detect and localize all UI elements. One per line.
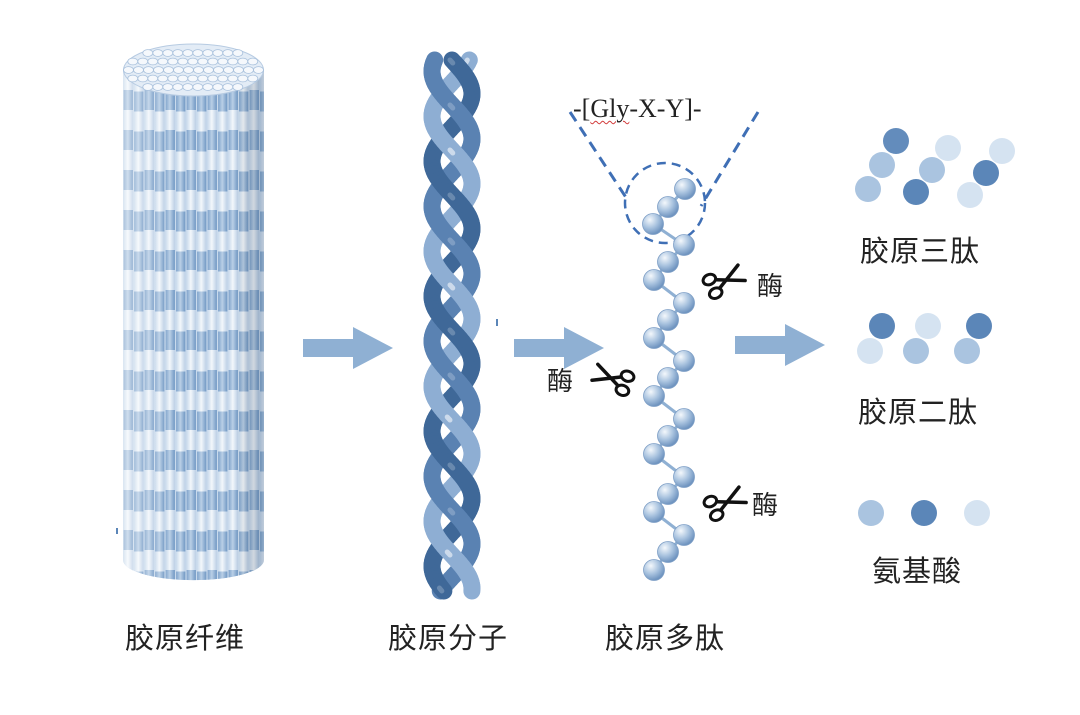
label-collagen-tripeptide: 胶原三肽	[860, 234, 981, 268]
label-collagen-dipeptide: 胶原二肽	[858, 395, 979, 429]
enzyme-label: 酶	[547, 367, 574, 397]
label-collagen-molecule: 胶原分子	[388, 621, 509, 655]
enzyme-label: 酶	[757, 272, 784, 302]
arrow-molecule-to-polypeptide	[514, 327, 604, 369]
formula-gly: Gly	[590, 94, 630, 123]
scissors-icon	[702, 485, 748, 522]
zoom-indicator	[568, 111, 760, 245]
collagen-fibril-illustration	[123, 43, 264, 581]
scissors-icon	[590, 362, 636, 398]
formula-rest: -X-Y]-	[629, 94, 702, 123]
amino-acid-dots	[858, 500, 990, 526]
label-collagen-polypeptide: 胶原多肽	[605, 621, 726, 655]
dipeptide-dots	[857, 313, 992, 364]
stray-mark	[496, 319, 498, 326]
stray-mark	[116, 528, 118, 534]
label-amino-acid: 氨基酸	[872, 554, 963, 588]
label-collagen-fibril: 胶原纤维	[125, 621, 246, 655]
collagen-triple-helix	[423, 51, 481, 600]
arrow-fibril-to-molecule	[303, 327, 393, 369]
enzyme-label: 酶	[752, 491, 779, 521]
formula-prefix: -[	[573, 94, 591, 123]
polypeptide-chain	[642, 178, 696, 581]
scissors-icon	[701, 263, 747, 300]
repeat-unit-formula: -[Gly-X-Y]-	[573, 94, 702, 124]
tripeptide-dots	[855, 128, 1015, 208]
arrow-polypeptide-to-products	[735, 324, 825, 366]
